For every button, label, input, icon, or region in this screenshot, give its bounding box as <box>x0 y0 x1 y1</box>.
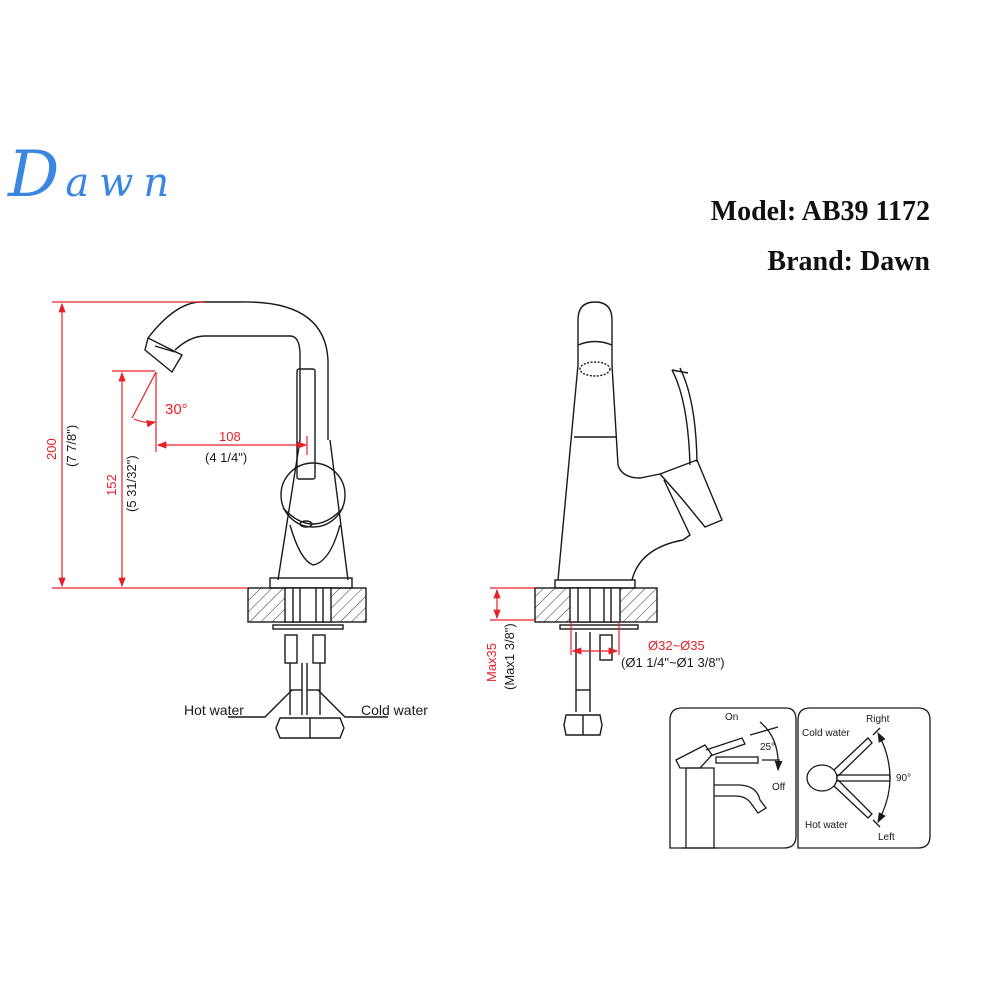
lever-off-label: Off <box>772 782 785 793</box>
dim-spout-angle: 30° <box>165 401 188 418</box>
lever-block <box>658 459 723 528</box>
dim-deck-thickness-mm: Max35 <box>484 643 499 682</box>
logo-initial: D <box>8 138 66 212</box>
model-label: Model: AB39 1172 <box>710 196 930 227</box>
body-front <box>557 364 579 581</box>
spout-aerator <box>144 336 183 374</box>
rotate-right-label: Right <box>866 714 890 725</box>
stud-left <box>284 634 298 664</box>
dim-spout-reach-mm: 108 <box>219 429 241 444</box>
dim-deck-thickness-in: (Max1 3/8") <box>502 623 517 690</box>
rotate-cold-label: Cold water <box>802 728 850 739</box>
hose-nuts <box>275 717 345 739</box>
handle-knob <box>280 462 346 528</box>
cold-leader <box>317 689 388 718</box>
spout-outer <box>147 301 329 440</box>
dim-total-height-in: (7 7/8") <box>64 425 79 467</box>
dim-total-height-mm: 200 <box>44 438 59 460</box>
body-back <box>631 539 684 581</box>
spout-inner <box>174 335 301 440</box>
body-left <box>277 439 301 581</box>
logo-rest: awn <box>65 160 180 206</box>
dim-spout-reach-in: (4 1/4") <box>205 450 247 465</box>
brand-logo: Dawn <box>8 138 179 212</box>
stud-right <box>312 634 326 664</box>
body-right <box>329 439 349 581</box>
front-view <box>144 301 388 739</box>
brand-label: Brand: Dawn <box>767 246 930 277</box>
dim-hole-diameter-in: (Ø1 1/4"~Ø1 3/8") <box>621 655 725 670</box>
side-dimensions <box>490 587 620 655</box>
dim-hole-diameter-mm: Ø32~Ø35 <box>648 638 705 653</box>
dim-spout-height-in: (5 31/32") <box>124 455 139 512</box>
side-stud <box>599 634 613 661</box>
lever-stick <box>296 368 316 480</box>
lever-on-label: On <box>725 712 738 723</box>
aerator-mesh <box>579 361 611 377</box>
cold-water-label: Cold water <box>361 702 428 718</box>
side-view <box>534 301 723 736</box>
base-plate <box>269 577 353 589</box>
operation-panel-rotate <box>797 707 931 849</box>
operation-panel-tilt <box>669 707 797 849</box>
spout-cap <box>577 301 613 365</box>
rotate-hot-label: Hot water <box>805 820 848 831</box>
rotate-left-label: Left <box>878 832 895 843</box>
dim-spout-height-mm: 152 <box>104 474 119 496</box>
lever-tilt-angle: 25° <box>760 742 775 753</box>
rotate-angle: 90° <box>896 773 911 784</box>
side-base-plate <box>554 579 636 589</box>
front-dimensions <box>52 301 308 589</box>
lever-curve <box>671 369 691 466</box>
hot-leader <box>228 689 293 718</box>
hot-water-label: Hot water <box>184 702 244 718</box>
